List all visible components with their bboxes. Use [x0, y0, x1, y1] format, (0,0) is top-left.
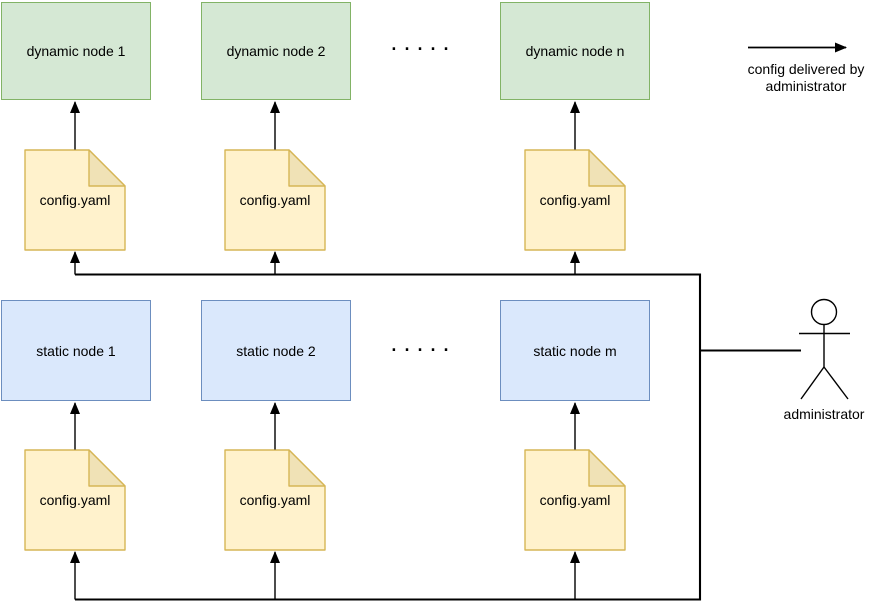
config-file-static-2 [224, 449, 326, 551]
config-file-label: config.yaml [539, 192, 611, 208]
ellipsis-static-row: ..... [389, 337, 455, 355]
static-node-2-box: static node 2 [201, 300, 351, 401]
static-node-m-label: static node m [533, 342, 617, 359]
static-node-m-box: static node m [500, 300, 650, 401]
administrator-figure [799, 298, 850, 400]
actor-head [810, 298, 838, 326]
legend-label-line2: administrator [765, 78, 847, 94]
config-file-dynamic-n [524, 149, 626, 251]
dynamic-node-2-label: dynamic node 2 [226, 43, 326, 59]
ellipsis-dynamic-row: ..... [389, 36, 455, 54]
dynamic-node-n-box: dynamic node n [500, 2, 650, 100]
actor-right-leg [823, 366, 849, 400]
config-file-label: config.yaml [539, 492, 611, 508]
config-file-static-m [524, 449, 626, 551]
dynamic-node-2-box: dynamic node 2 [201, 2, 351, 100]
administrator-label: administrator [783, 406, 865, 422]
config-file-label: config.yaml [239, 492, 311, 508]
distribution-line [75, 273, 702, 601]
config-file-label: config.yaml [39, 192, 111, 208]
config-file-label: config.yaml [39, 492, 111, 508]
config-file-label: config.yaml [239, 192, 311, 208]
static-node-1-label: static node 1 [36, 342, 116, 359]
config-file-dynamic-1 [24, 149, 126, 251]
static-node-2-label: static node 2 [236, 342, 316, 359]
actor-left-leg [800, 366, 825, 400]
static-node-1-box: static node 1 [1, 300, 151, 401]
dynamic-node-n-label: dynamic node n [525, 43, 625, 59]
dynamic-node-1-box: dynamic node 1 [1, 2, 151, 100]
config-file-dynamic-2 [224, 149, 326, 251]
dynamic-node-1-label: dynamic node 1 [26, 43, 126, 59]
legend-label-line1: config delivered by [747, 61, 865, 77]
legend-label: config delivered by administrator [716, 61, 889, 95]
config-file-static-1 [24, 449, 126, 551]
